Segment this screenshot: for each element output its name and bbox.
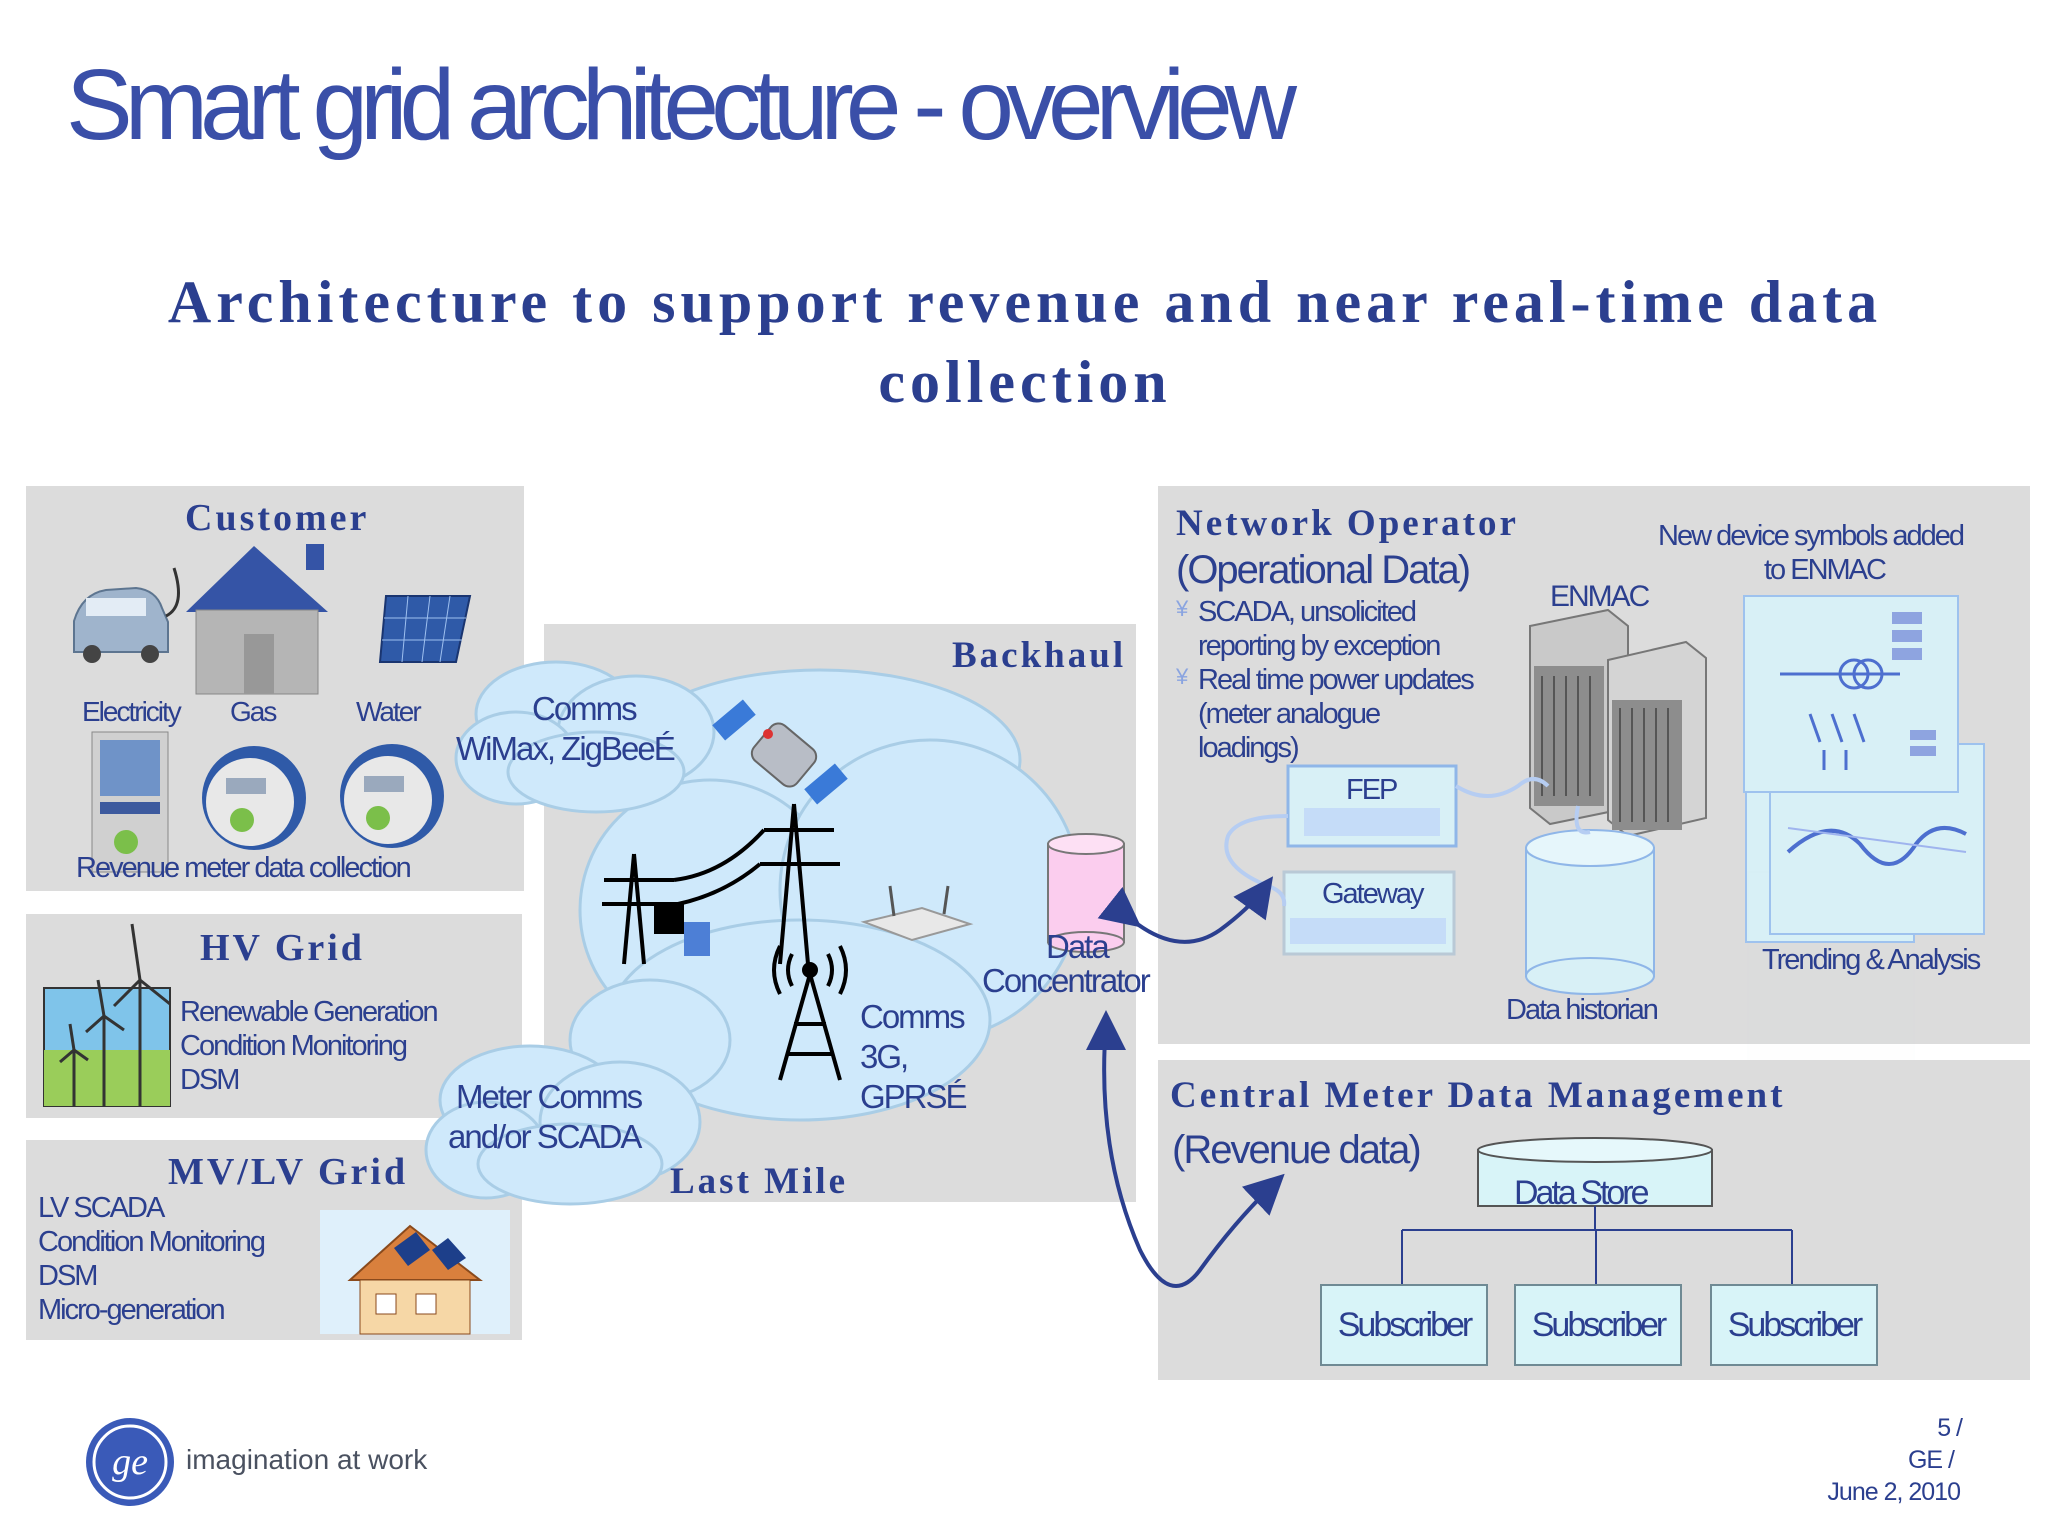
water-label: Water bbox=[356, 696, 422, 727]
network-operator-bullet-2: ¥ Real time power updates (meter analogu… bbox=[1176, 664, 1475, 764]
svg-text:ge: ge bbox=[112, 1441, 148, 1483]
fep-box bbox=[1286, 764, 1458, 848]
gateway-box bbox=[1282, 870, 1456, 956]
pole-box-icon bbox=[684, 922, 710, 956]
comms-cloud-bottom bbox=[424, 1044, 702, 1206]
enmac-label: ENMAC bbox=[1550, 580, 1650, 613]
logo-tagline: imagination at work bbox=[186, 1444, 428, 1475]
enmac-symbol-panels bbox=[1743, 595, 1985, 935]
comms-top-line-1: Comms bbox=[532, 690, 638, 727]
electricity-label: Electricity bbox=[82, 696, 182, 727]
ge-logo-icon: ge bbox=[86, 1418, 174, 1506]
customer-icons bbox=[73, 544, 472, 873]
data-historian-icon bbox=[1525, 829, 1655, 995]
data-historian-label: Data historian bbox=[1506, 994, 1659, 1026]
subscriber-box-2: Subscriber bbox=[1514, 1284, 1682, 1366]
revenue-meter-caption: Revenue meter data collection bbox=[76, 852, 412, 884]
gas-meter-icon bbox=[202, 746, 306, 850]
meter-comms-line-2: and/or SCADA bbox=[448, 1118, 642, 1155]
satellite-icon bbox=[712, 699, 848, 805]
concentrator-gateway-arrow bbox=[1097, 876, 1274, 944]
gateway-label: Gateway bbox=[1322, 878, 1424, 910]
comms-cloud-top bbox=[454, 660, 716, 814]
bullet-1-line-1: SCADA, unsolicited bbox=[1198, 596, 1417, 628]
meter-comms-line-1: Meter Comms bbox=[456, 1078, 643, 1115]
bullet-2-line-2: (meter analogue bbox=[1198, 698, 1381, 730]
subscriber-box-3: Subscriber bbox=[1710, 1284, 1878, 1366]
cell-tower-icon bbox=[772, 945, 848, 1081]
comms-mid-line-2: 3G, bbox=[860, 1038, 909, 1075]
backhaul-heading: Backhaul bbox=[952, 635, 1127, 676]
network-operator-heading: Network Operator bbox=[1176, 503, 1519, 544]
electricity-meter-icon bbox=[91, 731, 169, 873]
electric-car-icon bbox=[73, 567, 180, 663]
hv-grid-heading: HV Grid bbox=[200, 927, 365, 969]
mvlv-grid-heading: MV/LV Grid bbox=[168, 1151, 409, 1193]
data-concentrator-line-2: Concentrator bbox=[982, 962, 1151, 999]
footer-page: 5 / bbox=[1937, 1414, 1963, 1442]
data-store-cylinder-icon bbox=[1477, 1137, 1713, 1207]
new-device-line-2: to ENMAC bbox=[1764, 554, 1887, 586]
fep-label: FEP bbox=[1346, 774, 1398, 806]
gas-label: Gas bbox=[230, 696, 277, 727]
mvlv-grid-line-1: LV SCADA bbox=[38, 1192, 165, 1224]
mvlv-grid-line-4: Micro-generation bbox=[38, 1294, 226, 1326]
new-device-line-1: New device symbols added bbox=[1658, 520, 1965, 552]
hv-grid-line-3: DSM bbox=[180, 1064, 240, 1096]
bullet-2-line-3: loadings) bbox=[1198, 732, 1300, 764]
footer-company: GE / bbox=[1907, 1446, 1955, 1474]
solar-panel-icon bbox=[378, 595, 472, 663]
switchgear-symbol-icon bbox=[1780, 658, 1900, 770]
data-store-label: Data Store bbox=[1514, 1174, 1650, 1212]
concentrator-meter-data-arrow bbox=[1102, 1023, 1285, 1288]
comms-top-line-2: WiMax, ZigBeeÉ bbox=[456, 730, 676, 767]
bullet-mark: ¥ bbox=[1176, 664, 1188, 689]
bullet-1-line-2: reporting by exception bbox=[1198, 630, 1441, 662]
mvlv-grid-line-3: DSM bbox=[38, 1260, 98, 1292]
network-operator-subheading: (Operational Data) bbox=[1176, 548, 1471, 592]
data-concentrator-line-1: Data bbox=[1046, 928, 1110, 965]
house-icon bbox=[186, 544, 328, 695]
hv-grid-line-2: Condition Monitoring bbox=[180, 1030, 408, 1062]
pylon-transformer-icon bbox=[654, 904, 684, 934]
customer-heading: Customer bbox=[185, 497, 370, 539]
footer-date: June 2, 2010 bbox=[1827, 1478, 1961, 1506]
mvlv-grid-line-2: Condition Monitoring bbox=[38, 1226, 266, 1258]
slide-title: Smart grid architecture - overview bbox=[66, 49, 1297, 161]
wind-farm-icon bbox=[43, 923, 171, 1107]
bullet-mark: ¥ bbox=[1176, 596, 1188, 621]
indicator-bars-icon bbox=[1892, 612, 1936, 756]
comms-mid-line-1: Comms bbox=[860, 998, 966, 1035]
router-icon bbox=[860, 885, 974, 942]
power-pylon-icon bbox=[602, 803, 840, 965]
data-store-tree bbox=[1401, 1137, 1793, 1284]
last-mile-label: Last Mile bbox=[670, 1161, 849, 1202]
water-meter-icon bbox=[340, 744, 444, 848]
subtitle-line-1: Architecture to support revenue and near… bbox=[167, 269, 1883, 335]
enmac-server-icon bbox=[1529, 608, 1707, 838]
subtitle-line-2: collection bbox=[878, 349, 1172, 415]
bullet-2-line-1: Real time power updates bbox=[1198, 664, 1475, 696]
comms-mid-line-3: GPRSÉ bbox=[860, 1078, 968, 1115]
slide-subtitle: Architecture to support revenue and near… bbox=[100, 262, 1950, 422]
trending-label: Trending & Analysis bbox=[1762, 944, 1981, 976]
subscriber-box-1: Subscriber bbox=[1320, 1284, 1488, 1366]
central-meter-heading: Central Meter Data Management bbox=[1170, 1075, 1786, 1116]
central-meter-subheading: (Revenue data) bbox=[1172, 1128, 1422, 1172]
solar-roof-house-icon bbox=[320, 1210, 510, 1335]
trend-curve-icon bbox=[1786, 825, 1967, 866]
network-operator-bullet-1: ¥ SCADA, unsolicited reporting by except… bbox=[1176, 596, 1441, 662]
hv-grid-line-1: Renewable Generation bbox=[180, 996, 439, 1028]
